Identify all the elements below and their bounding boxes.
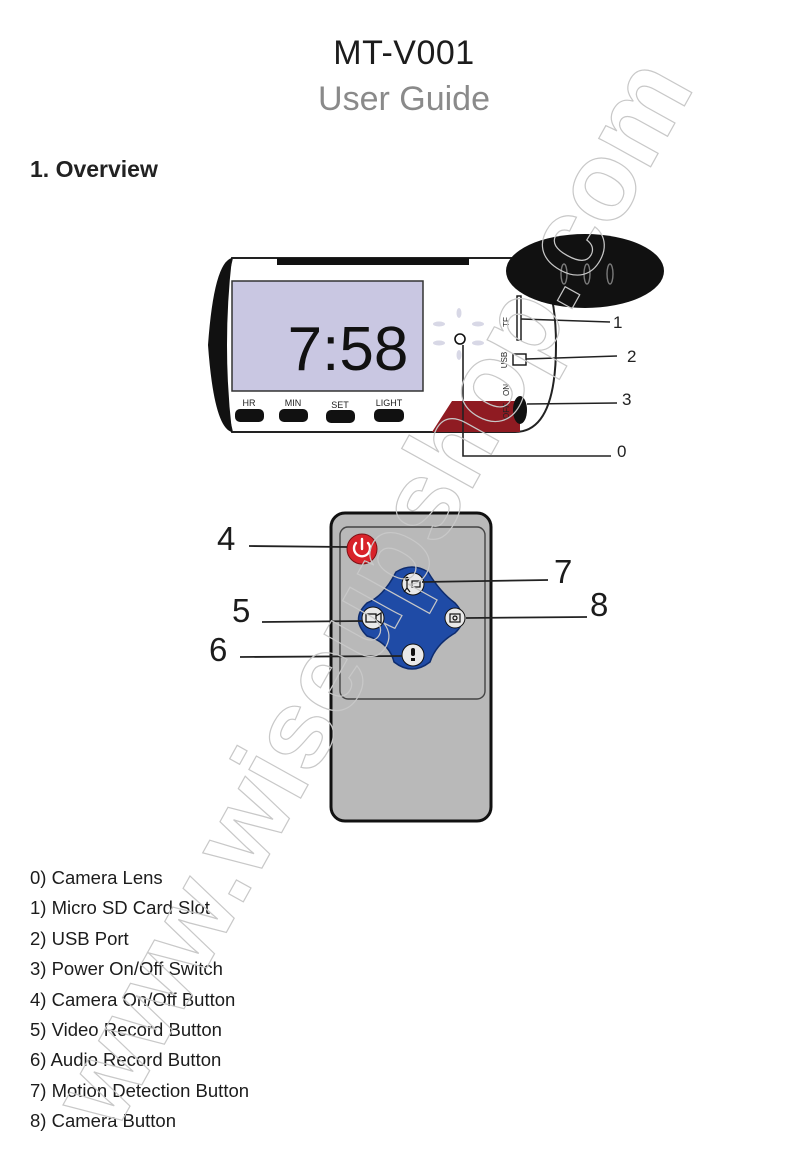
hr-button-label: HR [243,398,256,408]
callout-1: 1 [613,313,622,332]
remote-keypad [357,566,464,670]
speaker-grill [506,234,664,308]
motion-detection-icon [403,576,421,593]
video-record-button [361,606,385,630]
list-item: 4) Camera On/Off Button [30,988,236,1010]
clock-device: 7:58 TF USB ON OFF HR [208,234,664,461]
on-label: ON [502,384,511,396]
camera-icon [449,613,461,623]
list-item: 1) Micro SD Card Slot [30,897,210,919]
callout-7: 7 [554,553,572,590]
set-button [326,410,355,423]
list-item: 8) Camera Button [30,1110,177,1132]
min-button-label: MIN [285,398,302,408]
speaker-slots [560,263,614,285]
power-icon [352,541,372,558]
list-item: 6) Audio Record Button [30,1049,222,1071]
list-item: 0) Camera Lens [30,867,163,888]
clock-top-slot [277,258,469,265]
lcd-screen [231,280,424,392]
remote-control: 4 5 6 7 8 [209,511,608,823]
video-camera-icon [365,611,382,625]
motion-detection-button [401,572,425,596]
callout-4: 4 [217,520,235,557]
page-title: MT-V001 [333,34,475,72]
tf-slot [516,295,522,341]
min-button [279,409,308,422]
camera-lens [454,333,466,345]
camera-button [444,607,466,629]
section-heading: 1. Overview [30,156,158,182]
callout-5: 5 [232,592,250,629]
callout-6: 6 [209,631,227,668]
list-item: 3) Power On/Off Switch [30,958,223,980]
list-item: 5) Video Record Button [30,1018,222,1040]
clock-time: 7:58 [288,315,409,384]
sensor-dots [433,308,484,360]
usb-label: USB [500,352,509,368]
tf-label: TF [502,317,511,327]
list-item: 7) Motion Detection Button [30,1079,250,1101]
microphone-icon [411,648,415,661]
usb-port [512,353,527,366]
parts-list: 0) Camera Lens 1) Micro SD Card Slot 2) … [30,863,249,1137]
power-switch [513,396,527,424]
light-button-label: LIGHT [376,398,403,408]
hr-button [235,409,264,422]
callout-8: 8 [590,586,608,623]
page-subtitle: User Guide [318,80,490,118]
light-button [374,409,404,422]
list-item: 2) USB Port [30,927,129,949]
off-label: OFF [502,403,511,419]
callout-2: 2 [627,347,636,366]
set-button-label: SET [331,400,349,410]
callout-3: 3 [622,390,631,409]
red-accent [432,401,520,432]
clock-end-cap [208,258,232,432]
callout-0: 0 [617,442,626,461]
remote-callout-lines [239,545,588,658]
device-callout-lines [462,318,618,457]
